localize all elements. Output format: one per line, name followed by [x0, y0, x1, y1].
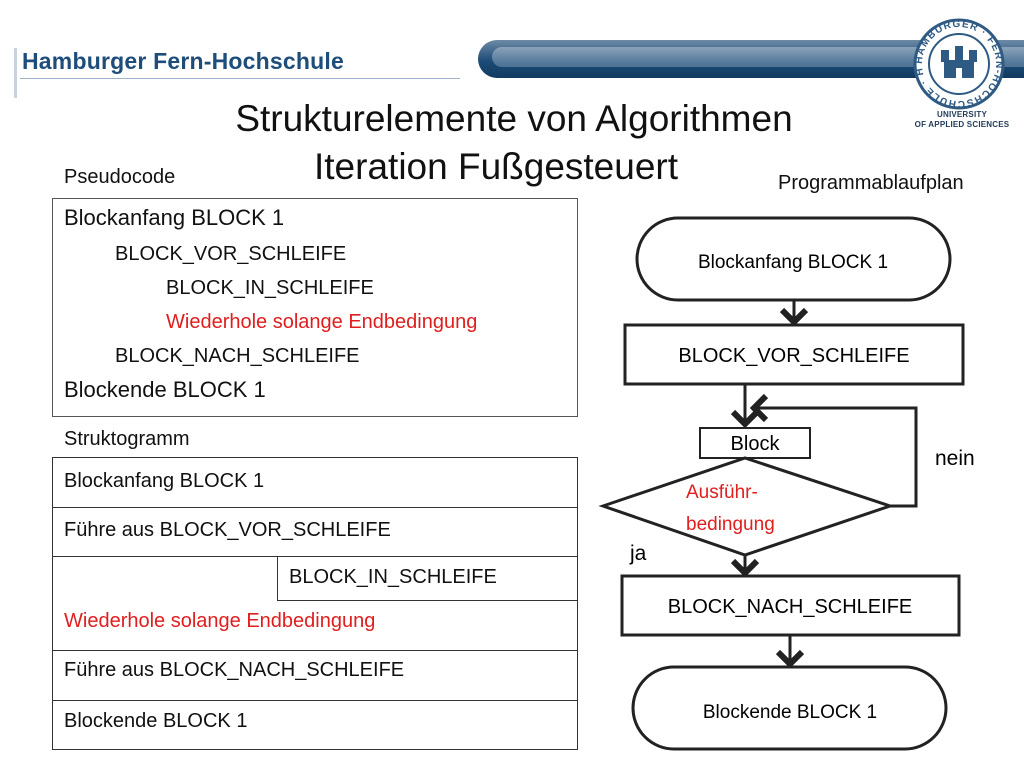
- struktogramm-row: Führe aus BLOCK_NACH_SCHLEIFE: [53, 651, 577, 701]
- flowchart-end-terminal: [631, 665, 948, 751]
- flowchart-no-label: nein: [935, 447, 975, 470]
- flowchart-decision: [598, 456, 895, 557]
- struktogramm-row-text: Blockanfang BLOCK 1: [64, 470, 265, 492]
- flowchart-decision-line1: Ausführ-: [686, 482, 758, 503]
- flowchart-label: Programmablaufplan: [778, 172, 964, 194]
- struktogramm-row-text: Führe aus BLOCK_VOR_SCHLEIFE: [64, 519, 391, 541]
- flowchart-vor-text: BLOCK_VOR_SCHLEIFE: [678, 345, 909, 367]
- logo-sub-line2: OF APPLIED SCIENCES: [914, 120, 1010, 129]
- pseudocode-line: BLOCK_VOR_SCHLEIFE: [115, 243, 347, 265]
- flowchart-start-text: Blockanfang BLOCK 1: [698, 252, 888, 273]
- flowchart-block-process: [699, 427, 811, 459]
- flowchart-yes-label: ja: [629, 542, 647, 565]
- logo-subtitle: UNIVERSITY OF APPLIED SCIENCES: [912, 110, 1012, 130]
- struktogramm-row-text: Führe aus BLOCK_NACH_SCHLEIFE: [64, 659, 405, 681]
- struktogramm-loop-body-text: BLOCK_IN_SCHLEIFE: [289, 566, 497, 588]
- struktogramm-row: Führe aus BLOCK_VOR_SCHLEIFE: [53, 508, 577, 557]
- struktogramm-loop-body: BLOCK_IN_SCHLEIFE: [277, 557, 578, 601]
- flowchart-end-text: Blockende BLOCK 1: [703, 702, 877, 723]
- pseudocode-loop-condition: Wiederhole solange Endbedingung: [166, 311, 478, 333]
- pseudocode-box: Blockanfang BLOCK 1 BLOCK_VOR_SCHLEIFE B…: [52, 198, 578, 417]
- header-swoosh-highlight: [492, 47, 1024, 67]
- slide-title-text: Strukturelemente von Algorithmen: [235, 98, 793, 139]
- slide-title: Strukturelemente von Algorithmen: [0, 98, 1024, 140]
- flowchart-decision-line2: bedingung: [686, 514, 775, 535]
- logo-sub-line1: UNIVERSITY: [936, 110, 987, 119]
- pseudocode-label: Pseudocode: [64, 166, 176, 188]
- pseudocode-line: Blockanfang BLOCK 1: [64, 205, 285, 230]
- brand-underline: [20, 78, 460, 79]
- struktogramm-label: Struktogramm: [64, 428, 190, 450]
- slide-subtitle: Iteration Fußgesteuert: [314, 146, 679, 187]
- struktogramm-loop-condition: Wiederhole solange Endbedingung: [64, 610, 376, 632]
- flowchart-block-text: Block: [731, 433, 781, 455]
- header-accent-bar: [14, 48, 17, 98]
- struktogramm: Blockanfang BLOCK 1 Führe aus BLOCK_VOR_…: [52, 457, 578, 750]
- flowchart-loop-arrow: [749, 393, 918, 508]
- hfh-logo: HAMBURGER · FERN-HOCHSCHULE · HFH ·: [896, 6, 1018, 134]
- hfh-seal-icon: HAMBURGER · FERN-HOCHSCHULE · HFH ·: [896, 6, 1005, 110]
- flowchart-nach-text: BLOCK_NACH_SCHLEIFE: [668, 596, 913, 618]
- pseudocode-line: Blockende BLOCK 1: [64, 377, 266, 402]
- struktogramm-loop: BLOCK_IN_SCHLEIFE Wiederhole solange End…: [53, 557, 578, 651]
- struktogramm-row: Blockende BLOCK 1: [53, 701, 577, 749]
- pseudocode-line: BLOCK_IN_SCHLEIFE: [166, 277, 374, 299]
- pseudocode-line: BLOCK_NACH_SCHLEIFE: [115, 345, 360, 367]
- flowchart-vor-process: [623, 323, 965, 386]
- struktogramm-row: Blockanfang BLOCK 1: [53, 458, 577, 508]
- brand-name: Hamburger Fern-Hochschule: [22, 48, 344, 74]
- struktogramm-row-text: Blockende BLOCK 1: [64, 710, 248, 732]
